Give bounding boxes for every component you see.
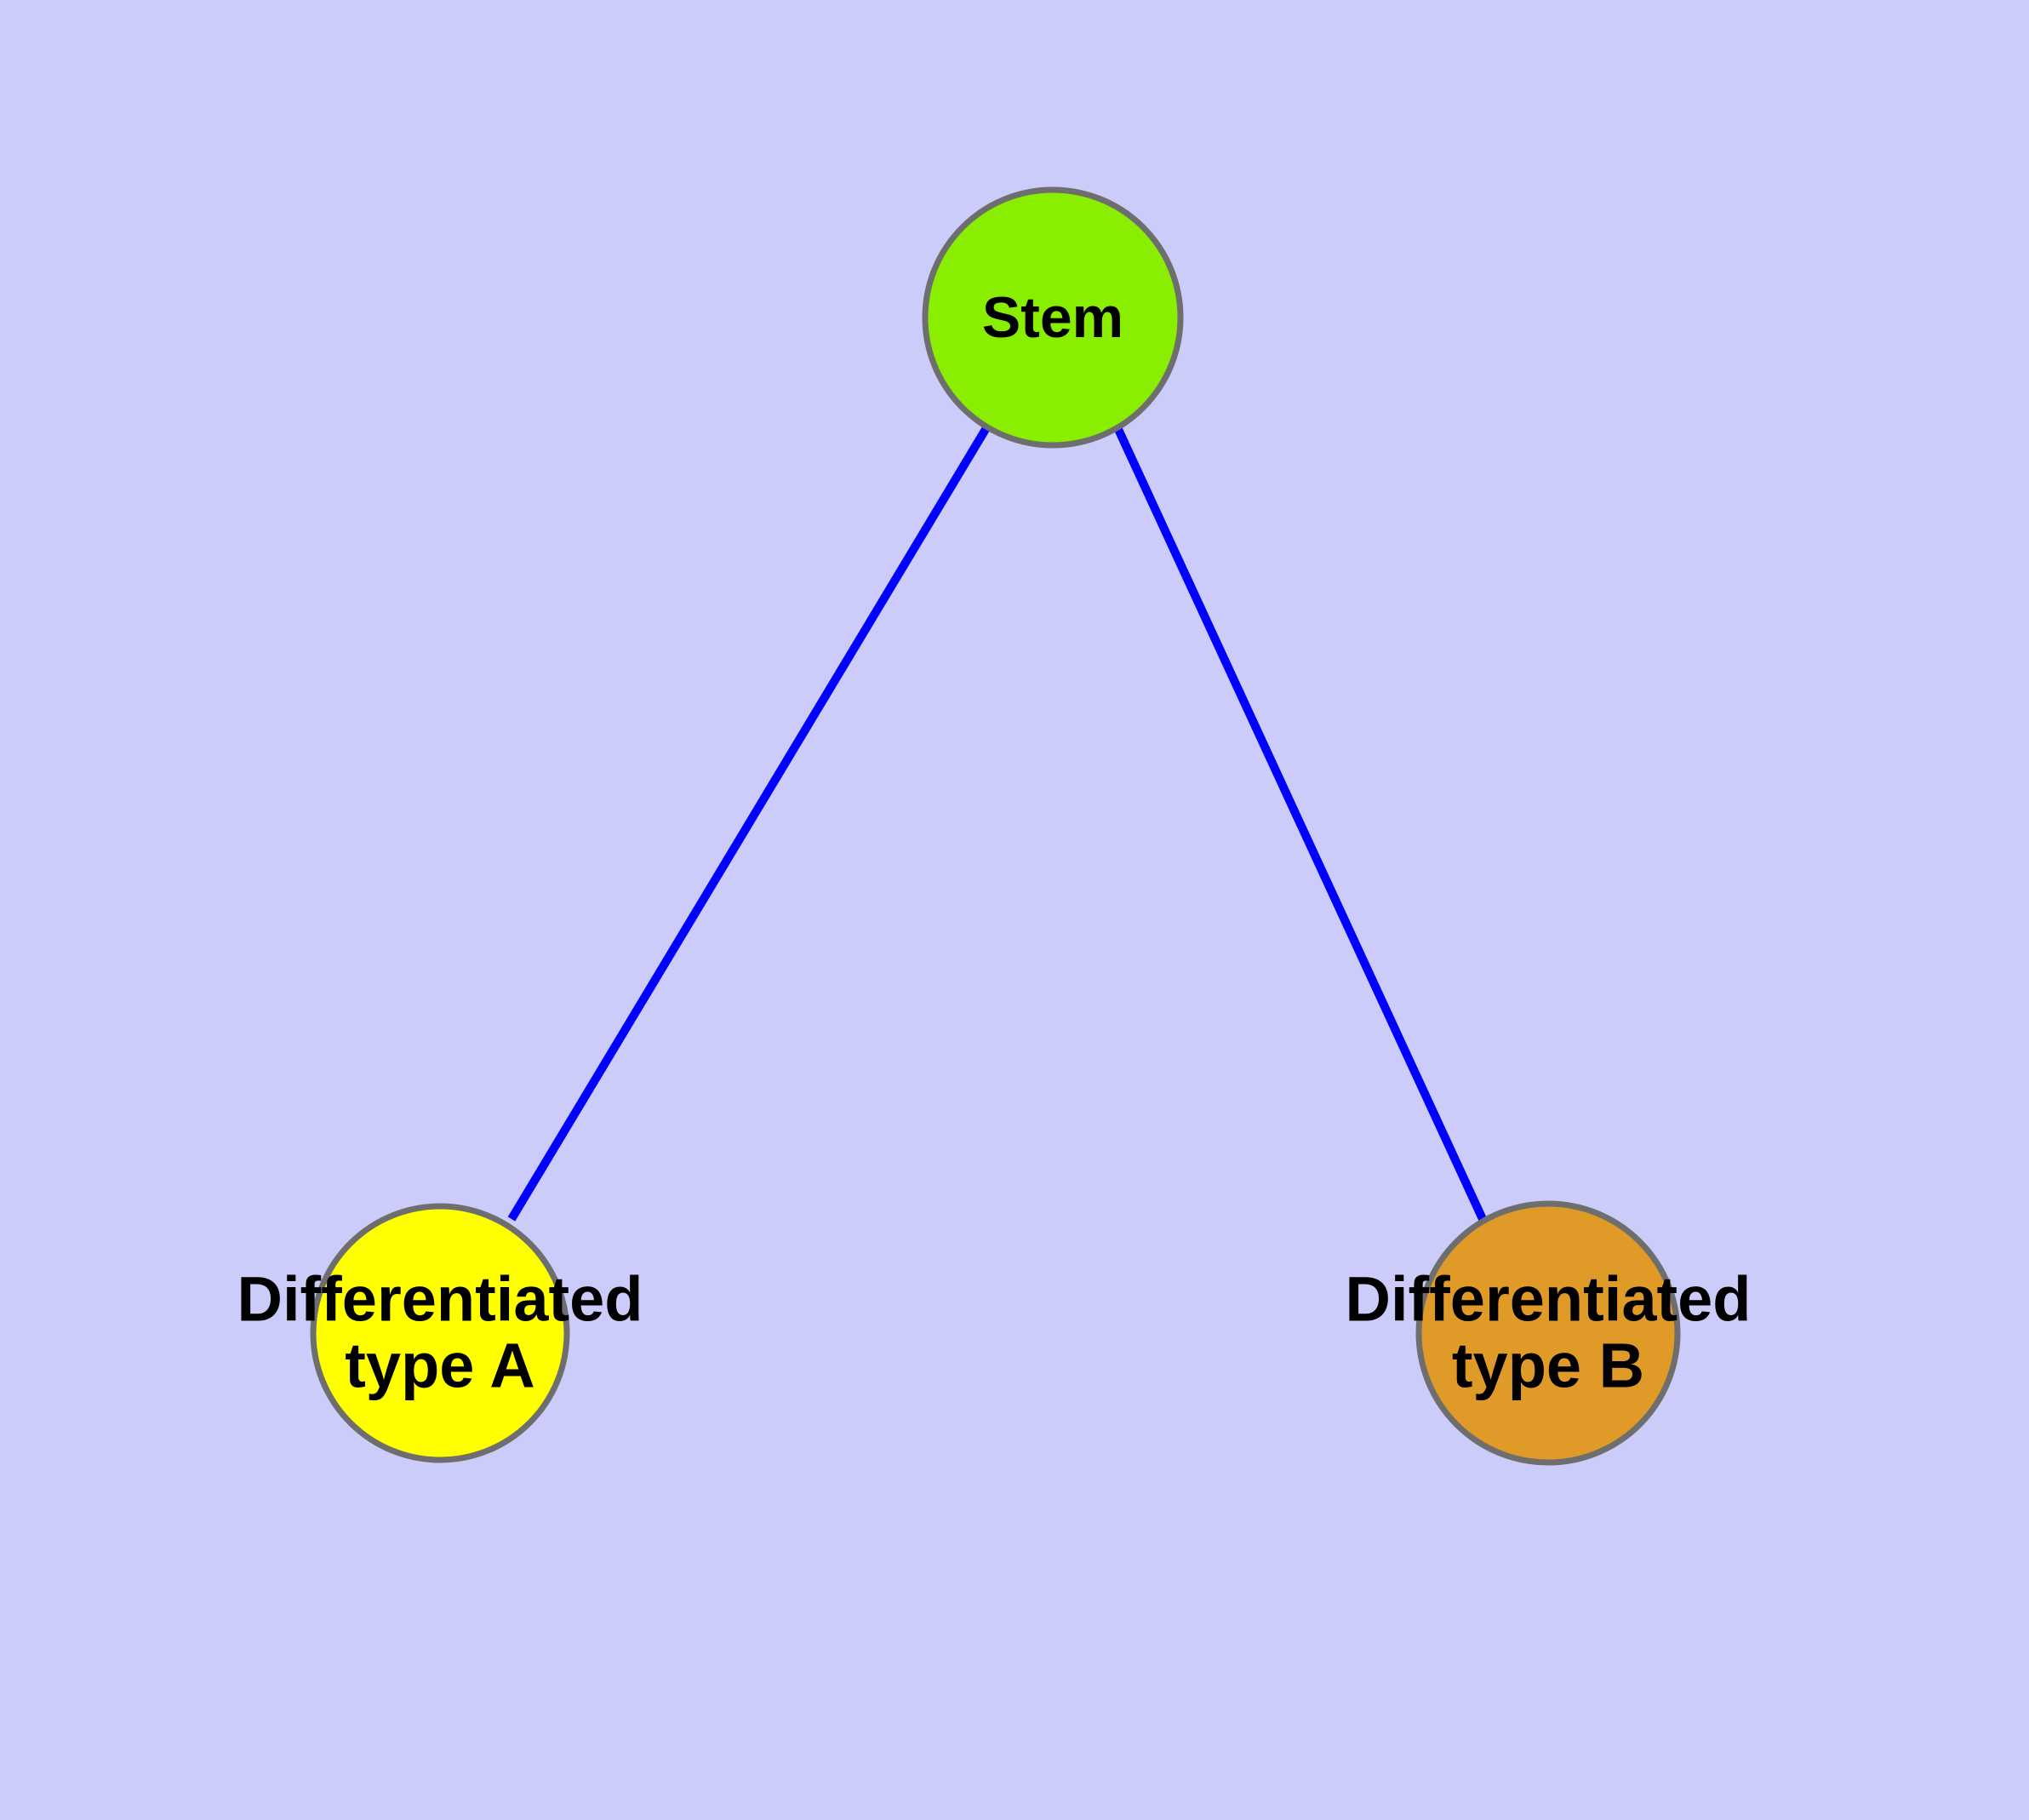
graph-node-diff-a[interactable] (310, 1203, 570, 1463)
graph-node-stem[interactable] (922, 186, 1184, 449)
edge-layer (507, 423, 1487, 1222)
graph-edge-stem-to-diff-a[interactable] (507, 424, 992, 1222)
graph-edge-stem-to-diff-b[interactable] (1112, 423, 1487, 1222)
node-layer (310, 186, 1681, 1466)
graph-node-diff-b[interactable] (1415, 1200, 1681, 1466)
